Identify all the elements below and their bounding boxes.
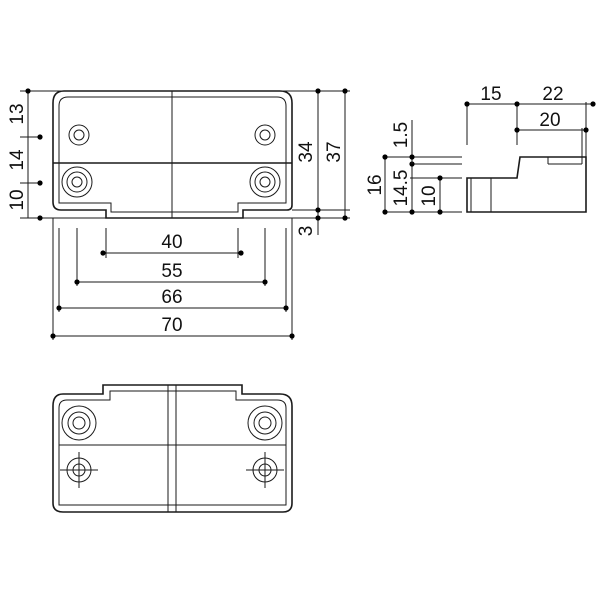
bottom-view-inner-outline [58, 390, 287, 506]
bottom-upper-left-hole [61, 405, 97, 441]
dim-height-total: 37 [324, 141, 345, 162]
dim-side-height-body: 14.5 [391, 170, 412, 207]
front-right-height-dimensions: 34 37 3 [243, 88, 350, 236]
dim-height-mid: 14 [7, 149, 28, 171]
dim-width-outer-holes: 66 [161, 287, 182, 308]
side-view [466, 156, 587, 213]
front-view-inner-outline [58, 96, 287, 213]
dim-height-body: 34 [296, 141, 317, 163]
bottom-upper-right-hole [247, 405, 283, 441]
dim-side-height-gap: 1.5 [391, 122, 412, 148]
front-upper-left-hole [68, 124, 90, 146]
dim-side-depth-inner: 20 [539, 110, 560, 131]
bottom-view-outline [52, 384, 293, 513]
front-width-dimensions: 40 55 66 70 [50, 218, 295, 340]
dim-width-step: 40 [161, 232, 182, 253]
bottom-view [52, 384, 293, 513]
front-left-height-dimensions: 13 14 10 [7, 88, 106, 221]
front-view [52, 90, 293, 219]
dim-side-height-total: 16 [365, 174, 386, 195]
dim-width-inner-holes: 55 [161, 261, 182, 282]
side-view-outline [466, 156, 587, 213]
dim-width-overall: 70 [161, 315, 182, 336]
front-upper-right-hole [254, 124, 276, 146]
dim-height-bottom: 10 [7, 189, 28, 210]
side-width-dimensions: 15 22 20 [464, 84, 596, 160]
front-lower-right-hole [249, 166, 281, 198]
front-lower-left-hole [61, 166, 93, 198]
dim-side-height-lower: 10 [419, 185, 440, 206]
dim-side-depth-left: 15 [480, 84, 501, 105]
dim-side-depth-right: 22 [542, 84, 563, 105]
dim-height-step: 3 [296, 226, 317, 237]
side-height-dimensions: 16 14.5 1.5 10 [365, 120, 462, 215]
dim-height-top: 13 [7, 103, 28, 124]
